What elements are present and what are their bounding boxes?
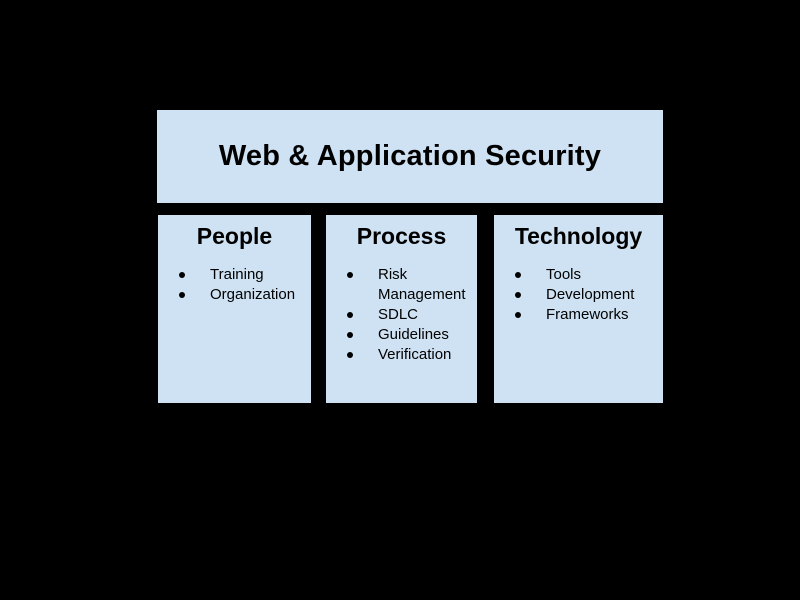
list-item-label: SDLC [378,306,419,323]
list-item: Organization [158,285,311,305]
bullet-icon [347,312,353,318]
bullet-icon [347,272,353,278]
list-item-label: Organization [210,286,296,303]
technology-item-list: Tools Development Frameworks [494,265,663,325]
column-title-process: Process [356,223,447,249]
list-item: Development [494,285,663,305]
list-item: Tools [494,265,663,285]
bullet-icon [347,352,353,358]
diagram-title: Web & Application Security [218,140,602,172]
bullet-icon [179,292,185,298]
bullet-icon [515,272,521,278]
bullet-icon [347,332,353,338]
list-item-label: Tools [546,266,582,283]
bullet-icon [515,292,521,298]
list-item: Training [158,265,311,285]
list-item: Risk Management [326,265,477,305]
process-item-list: Risk Management SDLC Guidelines Verifica… [326,265,477,365]
list-item: SDLC [326,305,477,325]
column-title-people: People [196,223,273,249]
list-item-label: Risk Management [378,266,466,303]
list-item-label: Training [210,266,264,283]
list-item-label: Development [546,286,635,303]
header-box: Web & Application Security [157,110,663,203]
list-item: Guidelines [326,325,477,345]
column-box-technology: Technology Tools Development Frameworks [494,215,663,403]
bullet-icon [515,312,521,318]
list-item-label: Guidelines [378,326,449,343]
list-item: Verification [326,345,477,365]
people-item-list: Training Organization [158,265,311,305]
list-item-label: Frameworks [546,306,629,323]
column-box-people: People Training Organization [158,215,311,403]
column-title-technology: Technology [514,223,643,249]
list-item-label: Verification [378,346,452,363]
list-item: Frameworks [494,305,663,325]
bullet-icon [179,272,185,278]
column-box-process: Process Risk Management SDLC Guidelines … [326,215,477,403]
